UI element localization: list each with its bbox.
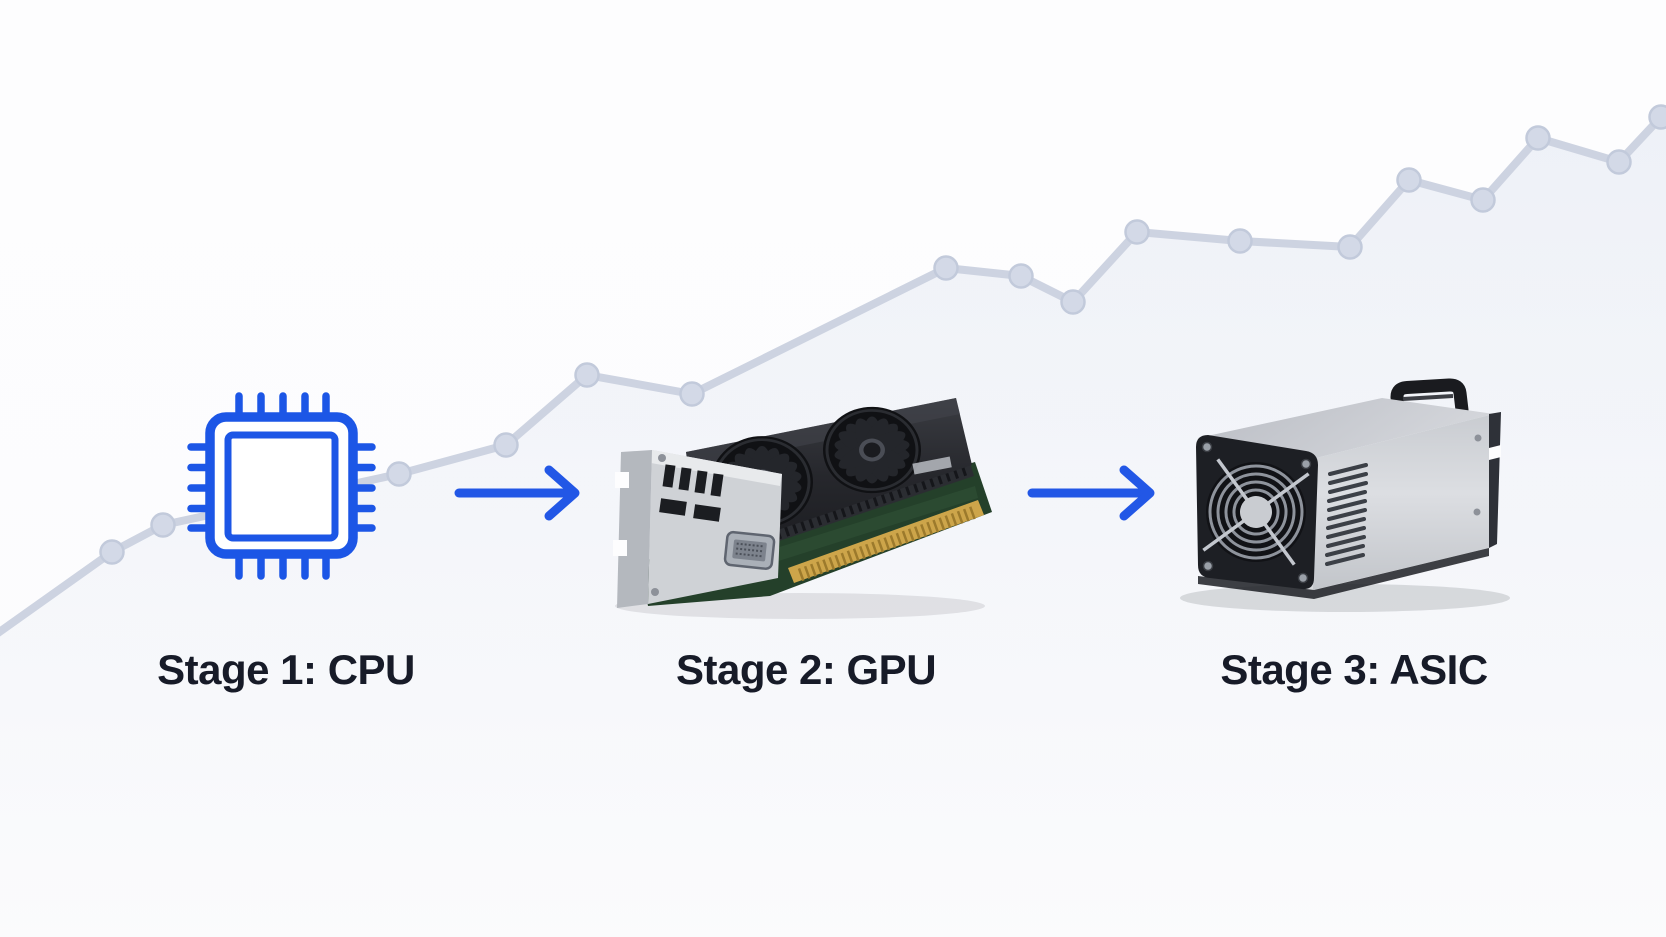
cpu-chip-icon <box>187 392 376 580</box>
chart-marker <box>386 461 412 487</box>
chart-marker <box>574 362 600 388</box>
chart-marker <box>1124 219 1150 245</box>
chart-marker <box>1606 149 1632 175</box>
chart-marker <box>1337 234 1363 260</box>
asic-handle <box>1390 378 1469 425</box>
chart-marker <box>493 432 519 458</box>
chart-marker <box>1648 104 1666 130</box>
chart-marker <box>933 255 959 281</box>
chart-marker <box>150 512 176 538</box>
gpu-dvi-port <box>723 530 776 570</box>
asic-vent-slots <box>1325 463 1368 566</box>
stage-1-label: Stage 1: CPU <box>157 646 415 693</box>
asic-miner-image <box>1180 378 1510 612</box>
chart-marker <box>1227 228 1253 254</box>
chart-marker <box>1525 125 1551 151</box>
asic-fan <box>1202 458 1310 566</box>
gpu-fan-right <box>823 406 921 494</box>
chart-marker <box>1008 263 1034 289</box>
chart-marker <box>99 539 125 565</box>
arrow-gpu-to-asic <box>1027 465 1155 521</box>
chart-marker <box>679 381 705 407</box>
gpu-card-image <box>613 398 992 619</box>
stage-2-label: Stage 2: GPU <box>675 646 937 693</box>
chart-marker <box>1470 187 1496 213</box>
asic-corner-screws <box>1201 441 1312 584</box>
chart-marker <box>1396 167 1422 193</box>
arrow-cpu-to-gpu <box>454 465 580 521</box>
stage-3-label: Stage 3: ASIC <box>1220 646 1488 693</box>
chart-marker <box>1060 289 1086 315</box>
chart-markers <box>99 104 1666 565</box>
